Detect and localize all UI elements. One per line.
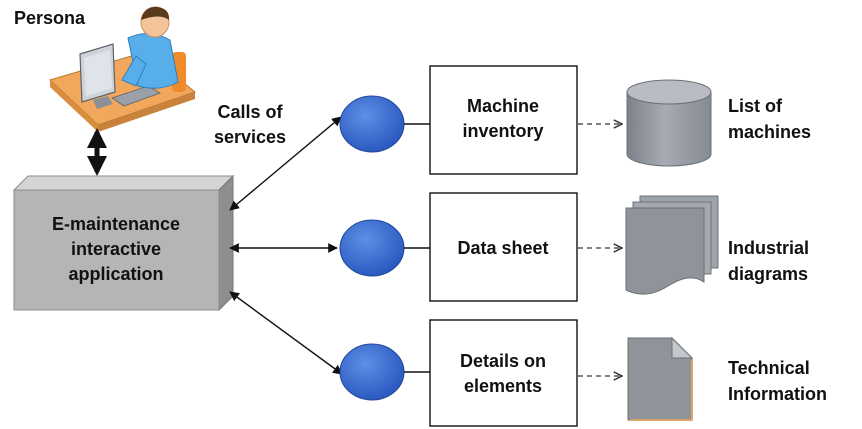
resource-2-line1: Industrial bbox=[728, 238, 809, 258]
arrow-app-service-3 bbox=[229, 291, 343, 375]
service-3-line1: Details on bbox=[460, 351, 546, 371]
service-node-3 bbox=[339, 343, 405, 401]
document-icon bbox=[627, 336, 694, 421]
cylinder-icon bbox=[626, 79, 712, 167]
calls-label-line1: Calls of bbox=[217, 102, 283, 122]
service-2-line1: Data sheet bbox=[457, 238, 548, 258]
app-label-line1: E-maintenance bbox=[52, 214, 180, 234]
persona-label: Persona bbox=[14, 8, 86, 28]
service-node-1 bbox=[339, 95, 405, 153]
service-box-machine-inventory bbox=[429, 65, 578, 175]
resource-2-line2: diagrams bbox=[728, 264, 808, 284]
service-1-line2: inventory bbox=[462, 121, 543, 141]
resource-3-line2: Information bbox=[728, 384, 827, 404]
calls-label-line2: services bbox=[214, 127, 286, 147]
persona-icon bbox=[49, 6, 197, 132]
service-box-data-sheet bbox=[429, 192, 578, 302]
service-node-2 bbox=[339, 219, 405, 277]
resource-1-line1: List of bbox=[728, 96, 783, 116]
document-stack-icon bbox=[625, 195, 719, 295]
app-label-line2: interactive bbox=[71, 239, 161, 259]
service-box-details-on-elements bbox=[429, 319, 578, 427]
app-box bbox=[12, 174, 235, 312]
arrow-app-service-1 bbox=[229, 116, 342, 211]
service-3-line2: elements bbox=[464, 376, 542, 396]
service-1-line1: Machine bbox=[467, 96, 539, 116]
app-label-line3: application bbox=[68, 264, 163, 284]
resource-1-line2: machines bbox=[728, 122, 811, 142]
resource-3-line1: Technical bbox=[728, 358, 810, 378]
